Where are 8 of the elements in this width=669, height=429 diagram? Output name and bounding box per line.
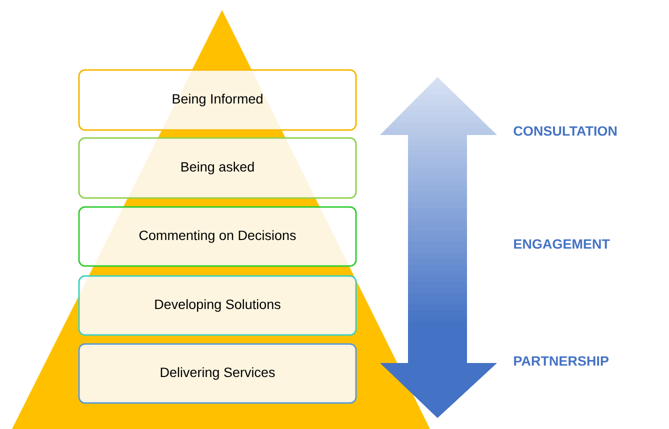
level-box: Delivering Services <box>78 343 357 404</box>
level-box: Being Informed <box>78 69 357 131</box>
level-label: ENGAGEMENT <box>514 239 610 249</box>
level-box: Commenting on Decisions <box>78 206 357 267</box>
level-box: Being asked <box>78 137 357 199</box>
level-label: CONSULTATION <box>514 126 617 136</box>
level-box: Developing Solutions <box>78 275 357 336</box>
level-label: PARTNERSHIP <box>514 356 608 366</box>
